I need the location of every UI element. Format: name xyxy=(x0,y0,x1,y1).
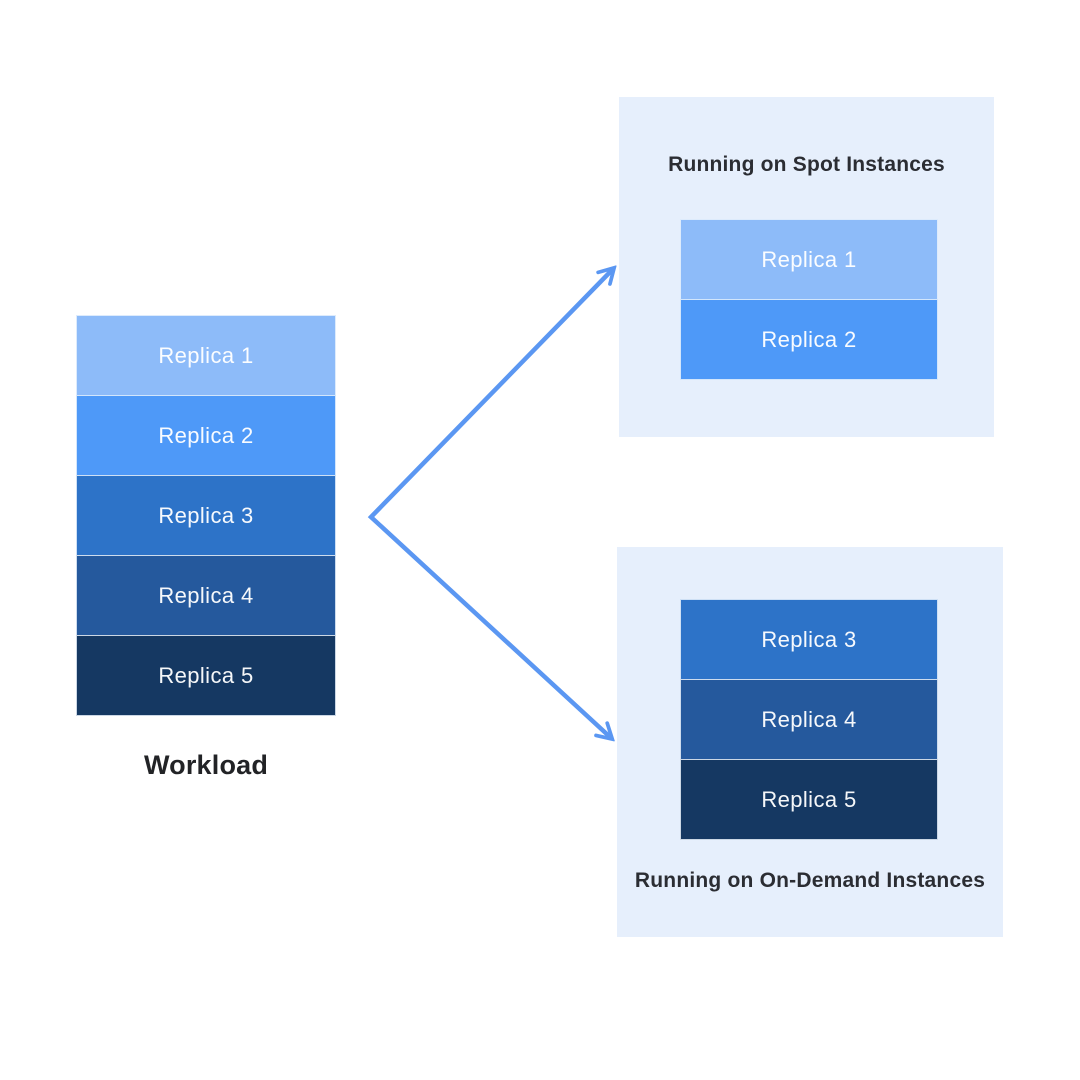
spot-instances-panel: Running on Spot Instances Replica 1 Repl… xyxy=(619,97,994,437)
on-demand-instances-panel: Replica 3 Replica 4 Replica 5 Running on… xyxy=(617,547,1003,937)
arrow-workload-split xyxy=(367,270,612,737)
workload-replica-2: Replica 2 xyxy=(76,395,336,476)
workload-replica-3: Replica 3 xyxy=(76,475,336,556)
spot-replica-stack: Replica 1 Replica 2 xyxy=(680,219,938,380)
on-demand-replica-4: Replica 4 xyxy=(680,679,938,760)
workload-replica-1: Replica 1 xyxy=(76,315,336,396)
workload-caption: Workload xyxy=(143,750,269,780)
workload-stack: Replica 1 Replica 2 Replica 3 Replica 4 … xyxy=(76,315,336,716)
workload-replica-5: Replica 5 xyxy=(76,635,336,716)
spot-replica-1: Replica 1 xyxy=(680,219,938,300)
on-demand-replica-stack: Replica 3 Replica 4 Replica 5 xyxy=(680,599,938,840)
workload-replica-4: Replica 4 xyxy=(76,555,336,636)
on-demand-replica-3: Replica 3 xyxy=(680,599,938,680)
on-demand-replica-5: Replica 5 xyxy=(680,759,938,840)
spot-replica-2: Replica 2 xyxy=(680,299,938,380)
on-demand-panel-title: Running on On-Demand Instances xyxy=(634,869,986,892)
spot-panel-title: Running on Spot Instances xyxy=(668,153,945,176)
